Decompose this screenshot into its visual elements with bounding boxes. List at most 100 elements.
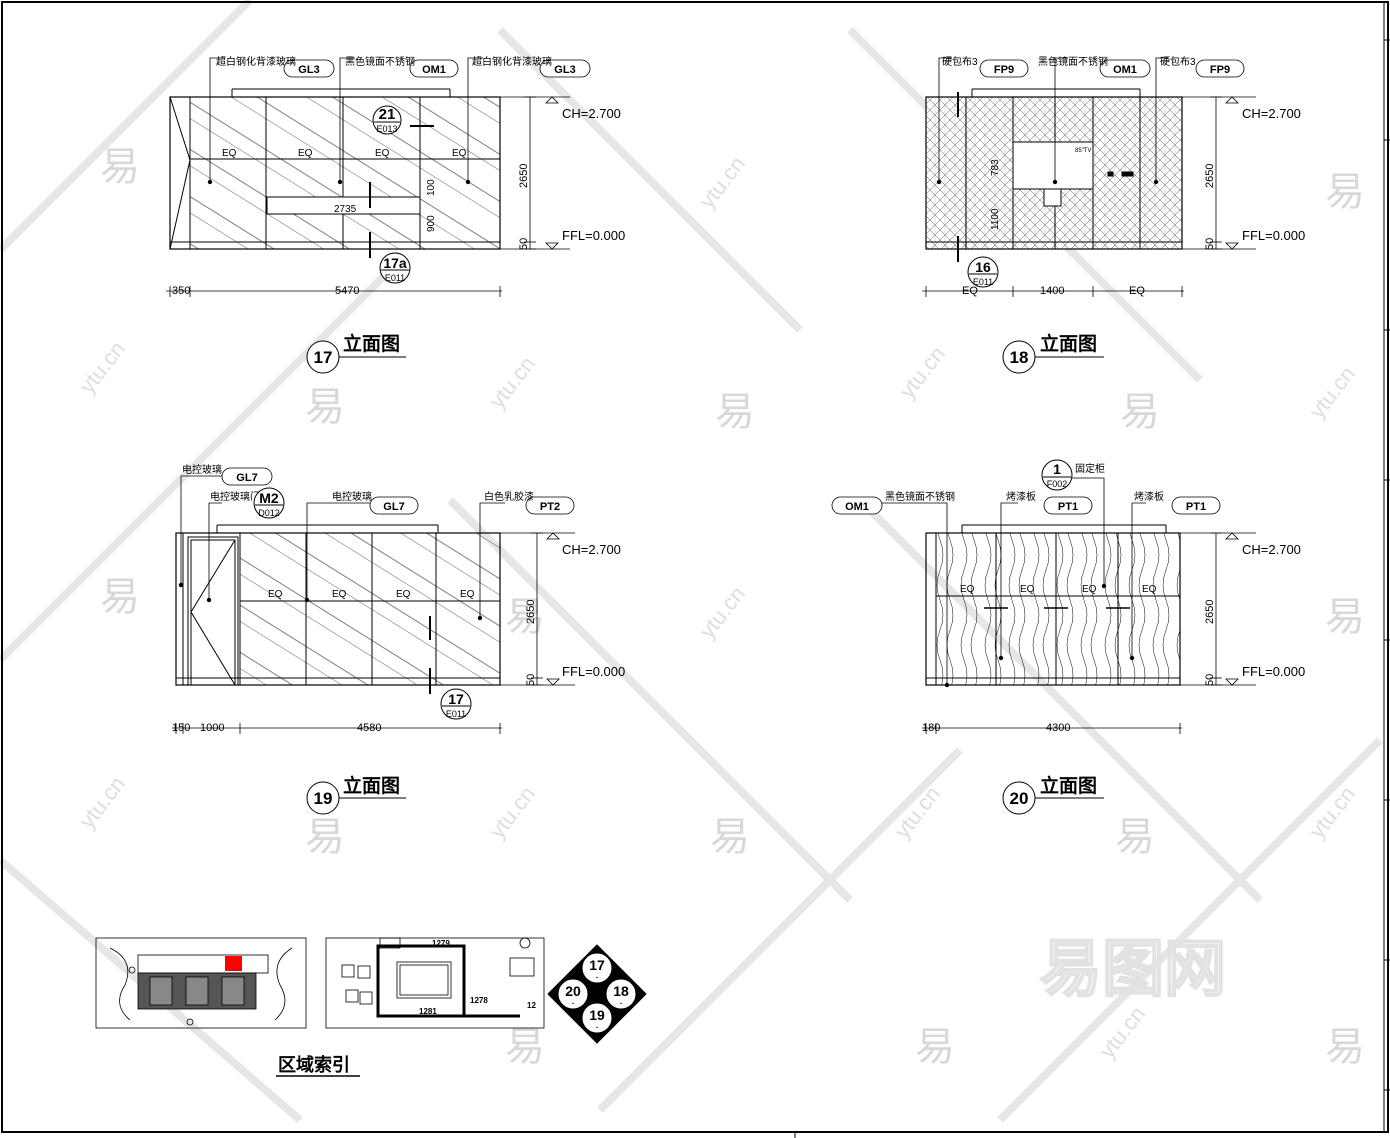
- material-label: 固定柜: [1075, 462, 1105, 475]
- tv-label: 85"TV: [1075, 148, 1091, 154]
- inner-dimension: 1100: [990, 208, 1001, 230]
- compass-number: 20: [565, 983, 581, 999]
- detail-ref-17a[interactable]: 17a E011: [379, 252, 411, 284]
- elevation-19-eq-labels: EQ EQ EQ EQ: [268, 589, 475, 600]
- watermark-domain: ytu.cn: [694, 581, 750, 643]
- watermark-glyph: 易: [505, 595, 545, 639]
- detail-ref-number: 16: [975, 259, 991, 275]
- elevation-20-dims: [922, 532, 1256, 734]
- elevation-20-callouts: [831, 477, 1221, 688]
- watermark-domain: ytu.cn: [484, 351, 540, 413]
- watermark-domain: ytu.cn: [1094, 1001, 1150, 1063]
- area-index-title: 区域索引: [278, 1054, 350, 1075]
- detail-ref-number: 17: [448, 691, 464, 707]
- detail-ref-sheet: E011: [446, 709, 466, 719]
- compass-dash: -: [596, 1022, 599, 1032]
- material-label: 硬包布3: [942, 55, 978, 68]
- inner-dimension: 2735: [334, 204, 357, 215]
- eq-label: EQ: [452, 148, 467, 159]
- compass-dash: -: [572, 998, 575, 1008]
- detail-ref-number: 17a: [383, 255, 407, 271]
- material-tag: FP9: [994, 64, 1014, 76]
- elevation-18-callouts: [936, 57, 1245, 185]
- detail-ref-21[interactable]: 21 E013: [372, 105, 402, 135]
- detail-ref-16[interactable]: 16 E011: [967, 256, 999, 288]
- watermark-domain: ytu.cn: [74, 336, 130, 398]
- eq-label: EQ: [1020, 584, 1035, 595]
- eq-label: EQ: [222, 148, 237, 159]
- detail-ref-1[interactable]: 1 F002: [1041, 459, 1073, 491]
- material-tag: OM1: [1113, 64, 1137, 76]
- watermark-glyph: 易: [1325, 1025, 1365, 1069]
- elevation-17-callouts: [207, 57, 591, 185]
- width-dimension: 1000: [200, 722, 224, 734]
- elevation-18-title: 18 立面图: [1002, 332, 1104, 374]
- width-dimension: EQ: [1129, 285, 1145, 297]
- height-dimension: 2650: [1204, 600, 1216, 624]
- view-number: 20: [1010, 789, 1029, 808]
- inner-dimension: 900: [426, 215, 437, 232]
- watermark-glyph: 易: [100, 575, 140, 619]
- width-dimension: 4580: [357, 722, 381, 734]
- width-dimension: EQ: [962, 285, 978, 297]
- material-label: 黑色镜面不锈钢: [885, 490, 955, 503]
- eq-label: EQ: [460, 589, 475, 600]
- eq-label: EQ: [375, 148, 390, 159]
- material-label: 黑色镜面不锈钢: [1038, 55, 1108, 68]
- material-label: 电控玻璃: [332, 490, 372, 503]
- material-label: 烤漆板: [1006, 490, 1036, 503]
- elevation-20-title: 20 立面图: [1002, 774, 1104, 815]
- material-label: 超白钢化背漆玻璃: [472, 55, 552, 68]
- eq-label: EQ: [396, 589, 411, 600]
- material-tag: GL7: [383, 501, 404, 513]
- floor-level: FFL=0.000: [562, 228, 625, 243]
- detail-ref-17[interactable]: 17 E011: [440, 688, 472, 720]
- elevation-18-dims: [922, 96, 1256, 297]
- compass-number: 19: [589, 1007, 605, 1023]
- floor-level: FFL=0.000: [1242, 228, 1305, 243]
- detail-ref-sheet: E011: [385, 273, 405, 283]
- watermark-domain: ytu.cn: [1304, 361, 1360, 423]
- base-dimension: 50: [1204, 238, 1216, 250]
- material-tag: GL7: [236, 472, 257, 484]
- watermark-glyph: 易: [100, 145, 140, 189]
- base-dimension: 50: [518, 238, 530, 250]
- elevation-compass[interactable]: 17 - 18 - 19 - 20 -: [547, 944, 647, 1044]
- watermark-glyph: 易: [305, 385, 345, 429]
- material-tag: GL3: [554, 64, 575, 76]
- key-plan-room: [325, 937, 545, 1029]
- detail-ref-sheet: F002: [1047, 479, 1068, 489]
- base-dimension: 50: [525, 674, 537, 686]
- detail-ref-number: 21: [379, 106, 396, 123]
- material-tag: PT1: [1186, 501, 1206, 513]
- detail-ref-m2[interactable]: M2 D012: [253, 487, 285, 519]
- elevation-20-eq-labels: EQ EQ EQ EQ: [960, 584, 1157, 595]
- material-label: 白色乳胶漆: [484, 490, 534, 503]
- eq-label: EQ: [1082, 584, 1097, 595]
- elevation-19-callouts: [178, 467, 575, 621]
- elevation-17-title: 17 立面图: [306, 332, 406, 374]
- elevation-19-title: 19 立面图: [306, 774, 406, 815]
- watermark-glyph: 易: [1325, 595, 1365, 639]
- material-label: 烤漆板: [1134, 490, 1164, 503]
- material-label: 超白钢化背漆玻璃: [216, 55, 296, 68]
- elevation-19-body: [175, 524, 501, 694]
- eq-label: EQ: [332, 589, 347, 600]
- width-dimension: 180: [922, 722, 940, 734]
- material-tag: FP9: [1210, 64, 1230, 76]
- height-dimension: 2650: [518, 164, 530, 188]
- material-label: 硬包布3: [1160, 55, 1196, 68]
- material-label: 电控玻璃: [182, 463, 222, 476]
- eq-label: EQ: [1142, 584, 1157, 595]
- ceiling-level: CH=2.700: [562, 542, 621, 557]
- material-tag: GL3: [298, 64, 319, 76]
- elevation-17-eq-labels: EQ EQ EQ EQ 2735 100 900: [222, 148, 467, 232]
- inner-dimension: 783: [990, 159, 1001, 176]
- elevation-20: EQ EQ EQ EQ 黑色镜面不锈钢 OM1 烤漆板 PT1 烤漆板 PT1 …: [831, 459, 1305, 815]
- elevation-19-dims: [172, 532, 575, 734]
- view-title: 立面图: [343, 332, 400, 355]
- elevation-19: EQ EQ EQ EQ 电控玻璃 GL7 电控玻璃门 电控玻璃 GL7 白色乳胶…: [172, 463, 625, 815]
- inner-dimension: 100: [426, 179, 437, 196]
- watermark-glyph: 易: [305, 815, 345, 859]
